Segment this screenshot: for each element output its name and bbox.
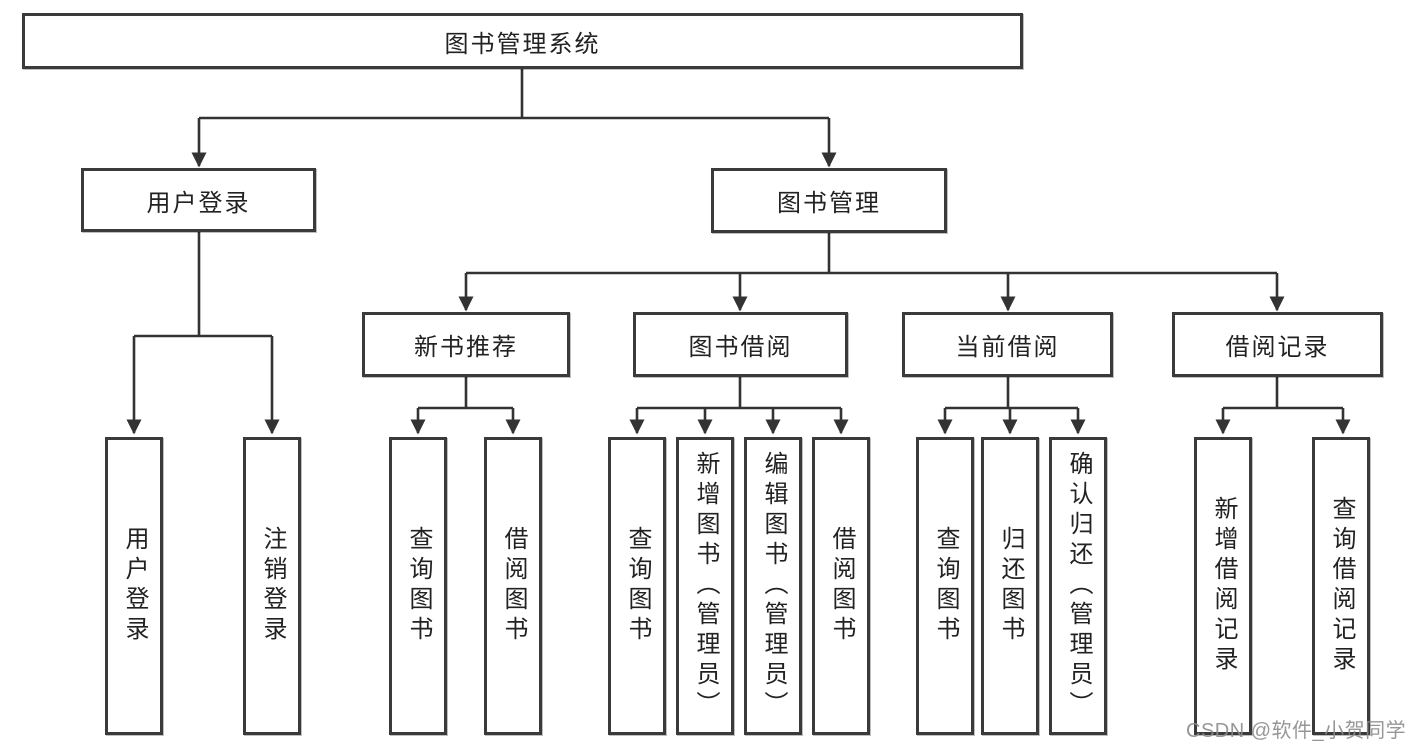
leaf-records-add-record: 新增借阅记录 xyxy=(1194,437,1252,735)
leaf-current-return-book: 归还图书 xyxy=(981,437,1039,735)
node-label: 查询借阅记录 xyxy=(1328,496,1355,676)
leaf-current-confirm-return-admin: 确认归还（管理员） xyxy=(1049,437,1107,735)
node-label: 归还图书 xyxy=(997,526,1024,646)
node-label: 图书管理 xyxy=(777,190,881,217)
node-label: 查询图书 xyxy=(932,526,959,646)
node-label: 编辑图书（管理员） xyxy=(760,451,787,721)
node-label: 注销登录 xyxy=(259,526,286,646)
node-current-borrowing: 当前借阅 xyxy=(902,312,1113,377)
node-label: 借阅图书 xyxy=(828,526,855,646)
node-user-login: 用户登录 xyxy=(81,168,316,232)
node-label: 确认归还（管理员） xyxy=(1065,451,1092,721)
node-label: 新增借阅记录 xyxy=(1210,496,1237,676)
node-label: 查询图书 xyxy=(624,526,651,646)
leaf-borrowing-borrow-book: 借阅图书 xyxy=(812,437,870,735)
node-book-borrowing: 图书借阅 xyxy=(633,312,848,377)
leaf-logout: 注销登录 xyxy=(243,437,301,735)
node-borrowing-records: 借阅记录 xyxy=(1172,312,1383,377)
leaf-borrowing-edit-book-admin: 编辑图书（管理员） xyxy=(744,437,802,735)
node-new-book-recommendation: 新书推荐 xyxy=(362,312,570,377)
node-label: 借阅记录 xyxy=(1225,334,1330,361)
leaf-borrowing-query-book: 查询图书 xyxy=(608,437,666,735)
leaf-records-query-record: 查询借阅记录 xyxy=(1312,437,1370,735)
node-label: 新增图书（管理员） xyxy=(692,451,719,721)
node-label: 新书推荐 xyxy=(414,334,518,361)
csdn-watermark: CSDN @软件_小贺同学 xyxy=(1186,720,1405,742)
leaf-recommend-borrow-book: 借阅图书 xyxy=(484,437,542,735)
node-label: 图书借阅 xyxy=(688,334,793,361)
node-label: 当前借阅 xyxy=(955,334,1060,361)
leaf-recommend-query-book: 查询图书 xyxy=(389,437,447,735)
node-label: 查询图书 xyxy=(405,526,432,646)
node-library-management-system: 图书管理系统 xyxy=(22,13,1023,69)
node-label: 用户登录 xyxy=(121,526,148,646)
node-label: 图书管理系统 xyxy=(444,30,601,58)
node-book-management: 图书管理 xyxy=(711,168,947,233)
leaf-current-query-book: 查询图书 xyxy=(916,437,974,735)
leaf-borrowing-add-book-admin: 新增图书（管理员） xyxy=(676,437,734,735)
node-label: 借阅图书 xyxy=(500,526,527,646)
leaf-user-login: 用户登录 xyxy=(105,437,163,735)
node-label: 用户登录 xyxy=(146,189,251,217)
